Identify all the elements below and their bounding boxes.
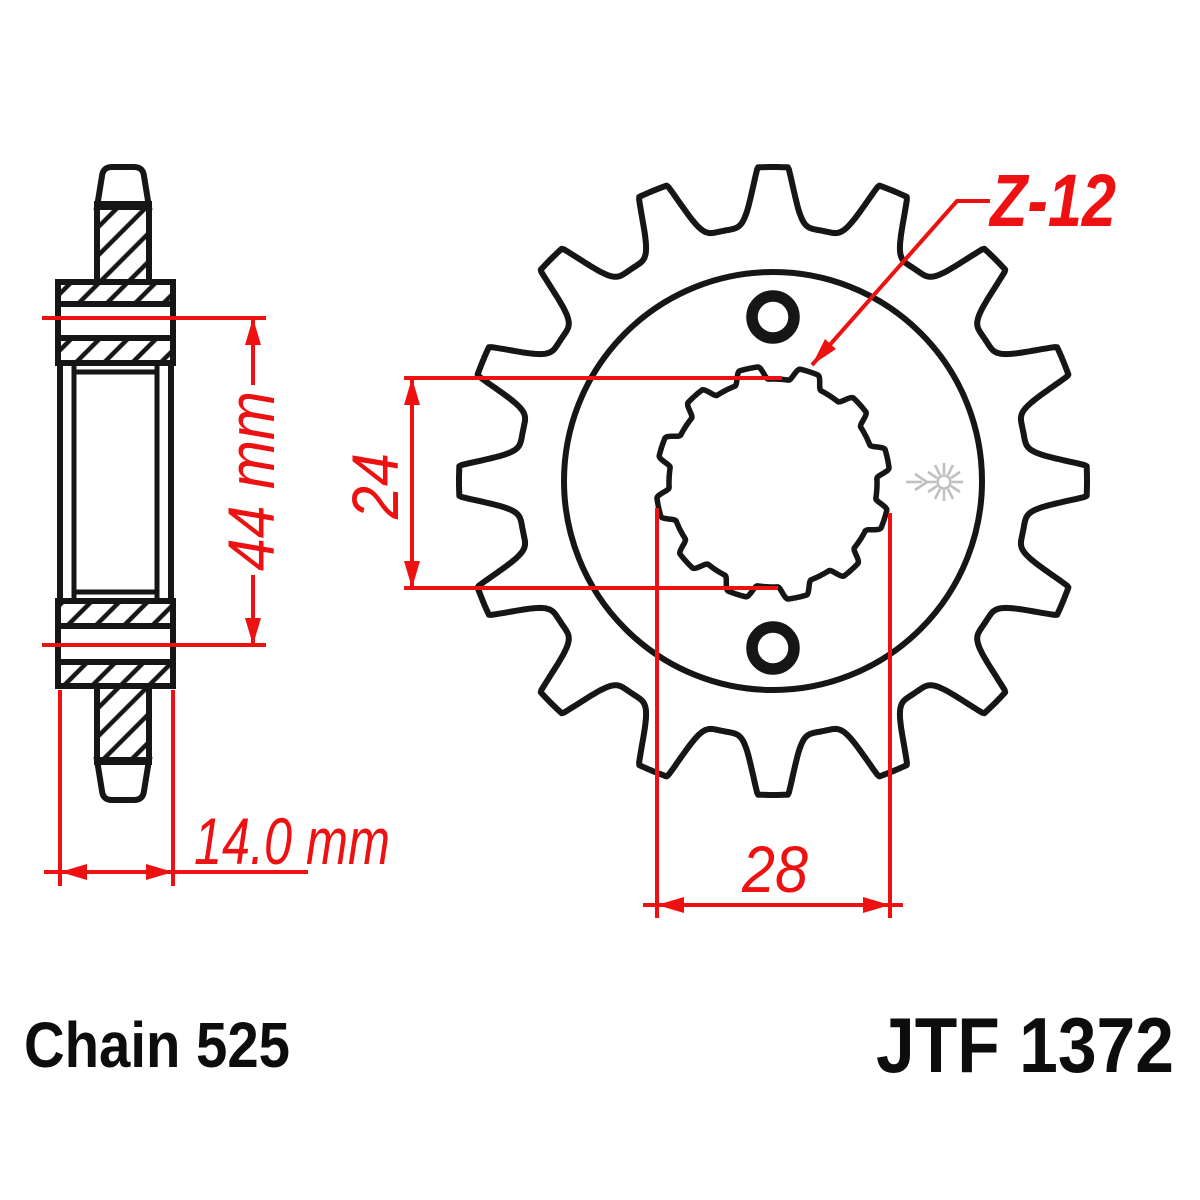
dim-text-14mm: 14.0 mm	[194, 804, 390, 878]
top-tooth-cap	[93, 164, 153, 210]
bottom-flange-section	[55, 659, 176, 689]
side-section-view	[55, 164, 176, 803]
body-circle	[561, 269, 985, 693]
leader-z12: Z-12	[810, 159, 1116, 367]
arrow-down	[245, 618, 261, 645]
spline-bore-outline	[654, 364, 892, 602]
top-tooth-shank-section	[94, 201, 152, 285]
watermark-hub	[936, 474, 952, 490]
dimension-14mm: 14.0 mm	[44, 690, 390, 886]
top-boss-section	[55, 335, 176, 366]
leader-line	[810, 199, 990, 367]
arrow-up	[404, 378, 420, 405]
arrow-right	[863, 897, 890, 913]
bottom-lightening-hole	[746, 621, 800, 675]
dimension-24: 24	[338, 376, 782, 590]
watermark-spikes	[925, 463, 963, 501]
jt-watermark-icon	[906, 463, 963, 501]
bottom-tooth-cap	[93, 757, 153, 803]
arrow-left	[60, 864, 87, 880]
front-view	[456, 164, 1090, 798]
dimension-44mm: 44 mm	[42, 316, 288, 647]
top-lightening-hole	[746, 290, 800, 344]
dimension-28: 28	[643, 508, 903, 918]
dim-text-44mm: 44 mm	[214, 391, 288, 571]
leader-arrowhead	[812, 339, 836, 365]
arrow-down	[404, 561, 420, 588]
dim-text-24: 24	[338, 453, 412, 520]
top-boss-face	[55, 301, 176, 341]
part-number-label: JTF 1372	[876, 1001, 1174, 1089]
dim-text-28: 28	[741, 832, 808, 906]
hub-body	[57, 360, 174, 604]
bottom-boss-section	[55, 598, 176, 629]
bottom-tooth-shank-section	[94, 683, 152, 765]
spline-teeth-count-label: Z-12	[988, 159, 1116, 242]
arrow-right	[146, 864, 173, 880]
arrow-left	[657, 897, 684, 913]
chain-spec-label: Chain 525	[24, 1009, 290, 1081]
arrow-up	[245, 318, 261, 345]
top-flange-section	[55, 279, 176, 307]
